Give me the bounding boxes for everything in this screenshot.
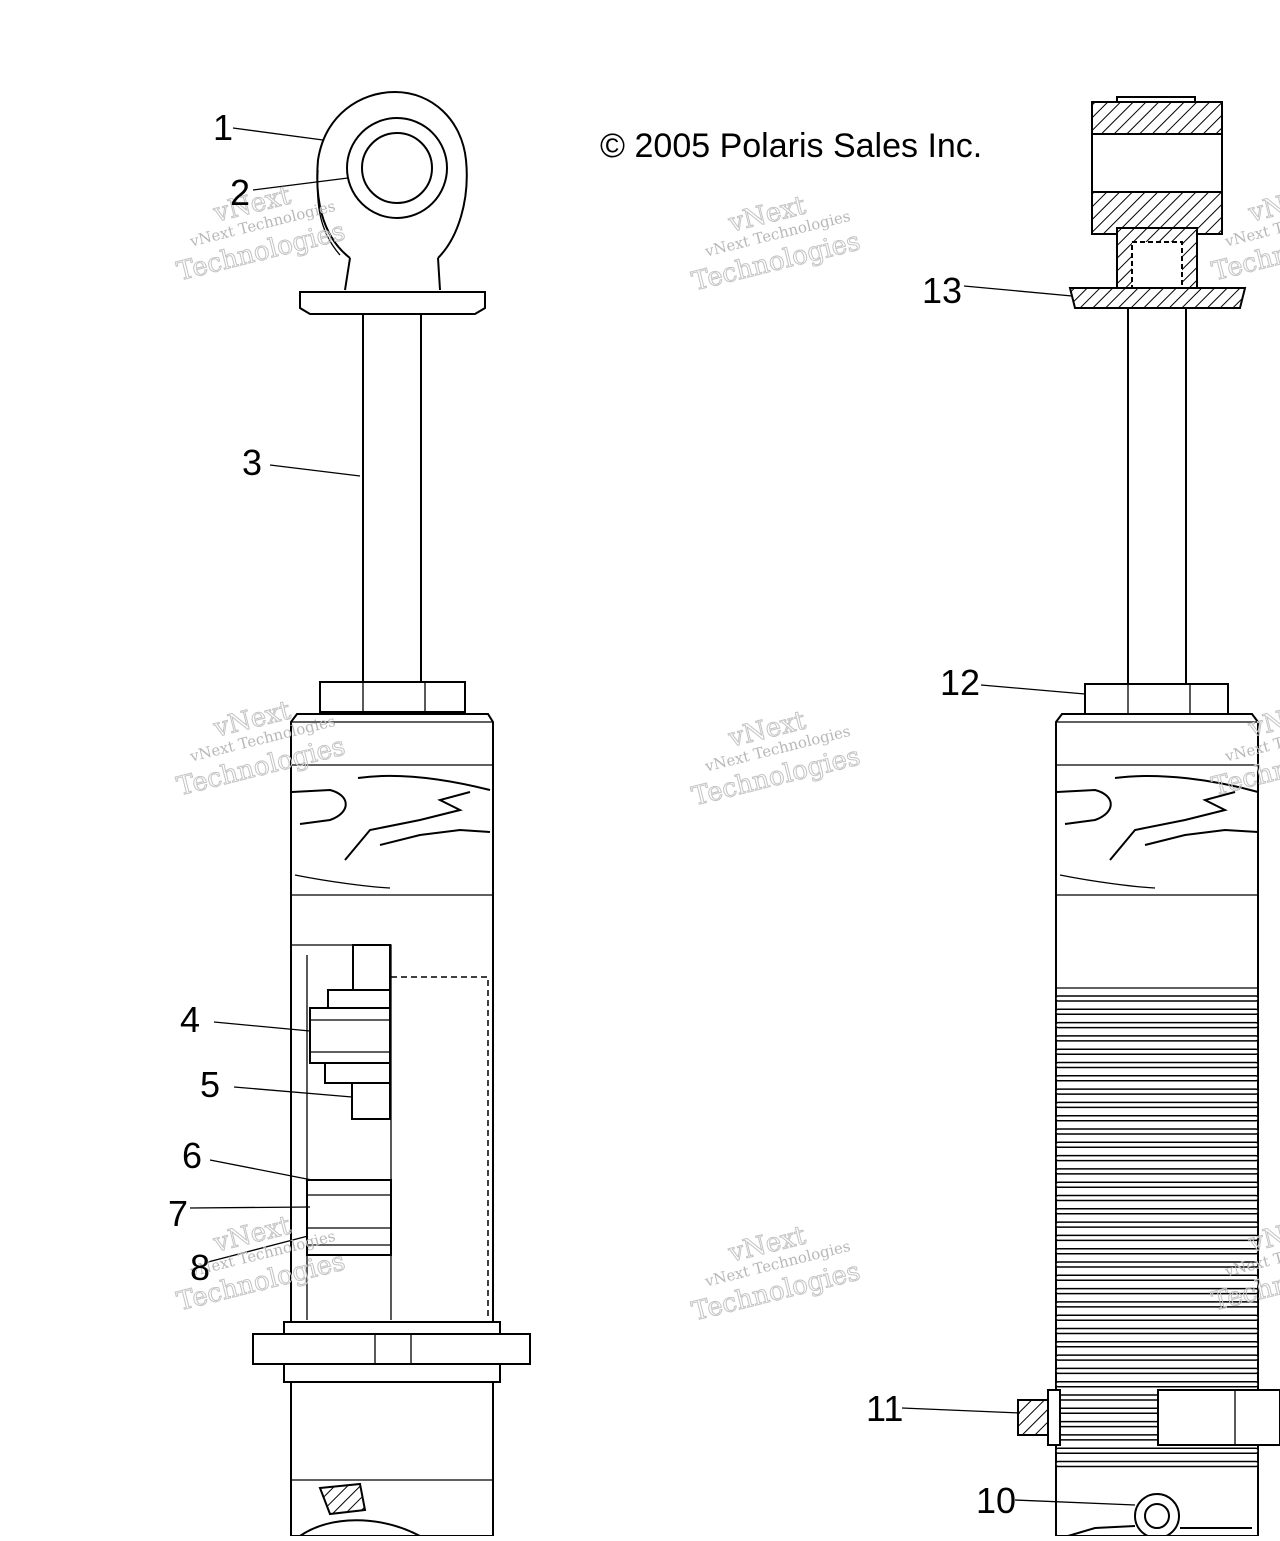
thread-ridge [1055,1261,1259,1268]
eyelet-cap [299,291,486,315]
thread-ridge [1055,1247,1259,1255]
right-seal-nut [1084,683,1229,715]
watermark: vNext vNext Technologies Technologies [688,190,863,298]
thread-ridge [1055,1367,1259,1375]
watermark: vNext vNext Technologies Technologies [688,705,863,813]
thread-ridge [1055,1061,1259,1069]
thread-ridge [1055,1354,1259,1361]
watermark: vNext vNext Technologies Technologies [173,180,348,288]
callout-3: 3 [242,442,262,483]
callout-4: 4 [180,999,200,1040]
thread-ridge [1055,1008,1259,1016]
thread-ridge [1055,1327,1259,1335]
thread-ridge [1055,1128,1259,1135]
thread-ridge [1055,1114,1259,1122]
right-shock-assembly [1017,96,1280,1539]
sectioned-eyelet [1091,96,1223,309]
thread-ridge [1055,1141,1259,1149]
thread-ridge [1055,1274,1259,1282]
thread-ridge [1055,1168,1259,1175]
callout-7: 7 [168,1193,188,1234]
left-shock-assembly [252,90,531,1537]
thread-ridge [1055,1221,1259,1228]
thread-ridge [1055,1287,1259,1295]
thread-ridge [1055,1234,1259,1242]
thread-ridge [1055,1208,1259,1215]
callout-5: 5 [200,1064,220,1105]
shaft [362,314,422,682]
thread-ridge [1055,1021,1259,1029]
callout-2: 2 [230,172,250,213]
callout-12: 12 [940,662,980,703]
thread-ridge [1055,1035,1259,1042]
callout-11: 11 [866,1388,903,1429]
thread-ridge [1055,1048,1259,1055]
thread-ridge [1055,1101,1259,1109]
copyright-notice: © 2005 Polaris Sales Inc. [600,127,982,165]
thread-ridge [1055,1075,1259,1082]
thread-ridge [1055,1314,1259,1321]
thread-ridge [1055,1194,1259,1202]
thread-ridge [1055,1447,1259,1454]
shock-body [252,713,531,1537]
callout-8: 8 [190,1247,210,1288]
thread-ridge [1055,1154,1259,1162]
thread-ridge [1055,1088,1259,1095]
callout-6: 6 [182,1135,202,1176]
right-body [1017,713,1280,1539]
callout-numbers: 1 2 3 4 5 6 7 8 10 11 12 13 [168,107,1016,1521]
watermark: vNext vNext Technologies Technologies [688,1220,863,1328]
thread-ridge [1055,1301,1259,1308]
callout-10: 10 [976,1480,1016,1521]
eyelet-base-washer [1068,287,1247,309]
callout-13: 13 [922,270,962,311]
thread-ridge [1055,1460,1259,1468]
thread-ridge [1055,1181,1259,1188]
callout-leaders [189,127,1136,1506]
right-shaft [1127,308,1187,684]
callout-1: 1 [213,107,233,148]
thread-ridge [1055,995,1259,1002]
thread-ridge [1055,1380,1259,1388]
eyelet [316,90,468,291]
seal-nut [319,681,466,713]
thread-ridge [1055,1341,1259,1348]
